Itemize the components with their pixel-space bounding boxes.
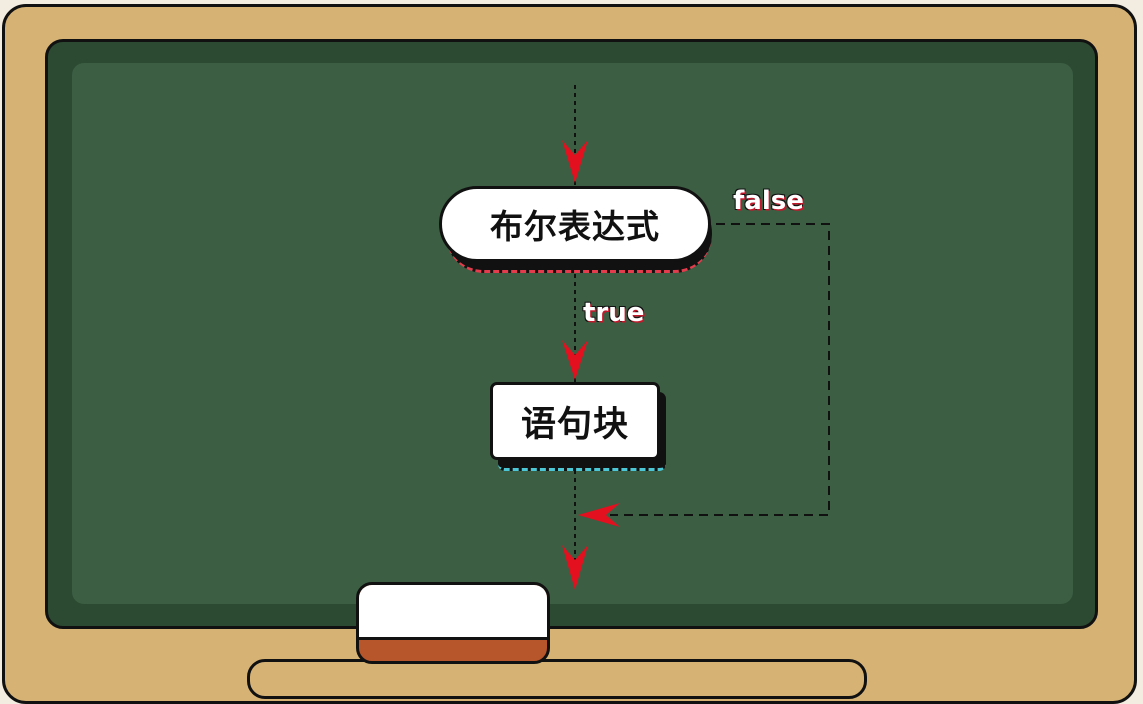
true-edge-label: true — [583, 298, 645, 328]
edge-false — [610, 223, 830, 516]
statement-block-label: 语句块 — [520, 404, 629, 445]
eraser-felt — [359, 585, 547, 640]
arrow-head-exit — [562, 545, 588, 590]
statement-block-node: 语句块 — [490, 382, 660, 460]
arrow-head-entry — [562, 140, 588, 183]
arrow-head-true — [562, 340, 588, 380]
eraser-icon — [356, 582, 550, 664]
arrow-head-false — [578, 503, 620, 527]
condition-node-label: 布尔表达式 — [490, 207, 660, 246]
false-edge-label: false — [733, 186, 804, 216]
condition-node: 布尔表达式 — [439, 186, 711, 262]
flowchart-connectors — [562, 85, 830, 590]
blackboard-scene: 布尔表达式 语句块 false true — [2, 4, 1137, 704]
